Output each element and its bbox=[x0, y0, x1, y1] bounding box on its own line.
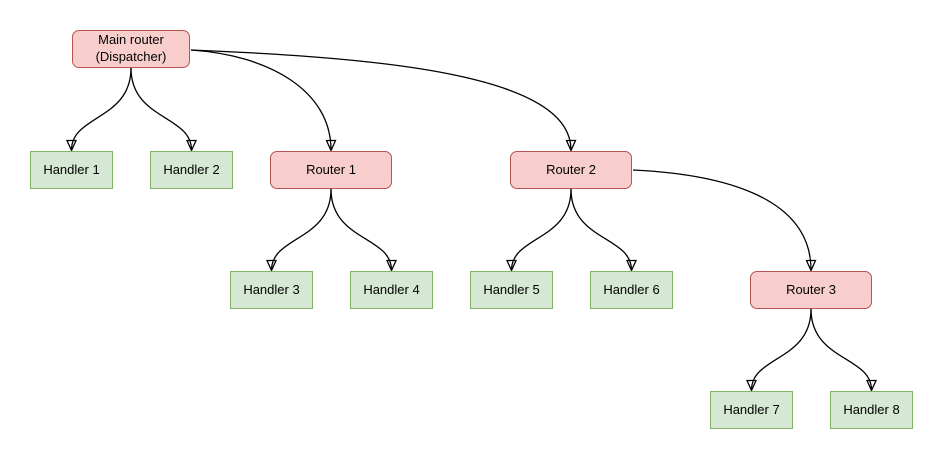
node-router-2: Router 2 bbox=[510, 151, 632, 189]
node-router-3-label: Router 3 bbox=[786, 281, 836, 297]
node-handler-1: Handler 1 bbox=[30, 151, 113, 189]
node-router-1: Router 1 bbox=[270, 151, 392, 189]
edge-main-router-to-handler-1 bbox=[72, 67, 132, 150]
node-handler-5: Handler 5 bbox=[470, 271, 553, 309]
edge-router-1-to-handler-3 bbox=[272, 188, 332, 270]
node-router-2-label: Router 2 bbox=[546, 161, 596, 177]
node-handler-3-label: Handler 3 bbox=[243, 281, 300, 297]
edge-router-2-to-handler-6 bbox=[570, 188, 632, 270]
edge-router-2-to-router-3 bbox=[632, 169, 811, 270]
edge-main-router-to-router-1 bbox=[190, 49, 331, 150]
node-handler-1-label: Handler 1 bbox=[43, 161, 100, 177]
edge-router-2-to-handler-5 bbox=[512, 188, 572, 270]
node-handler-4-label: Handler 4 bbox=[363, 281, 420, 297]
node-handler-6-label: Handler 6 bbox=[603, 281, 660, 297]
edge-main-router-to-handler-2 bbox=[130, 67, 192, 150]
node-handler-8: Handler 8 bbox=[830, 391, 913, 429]
node-handler-7-label: Handler 7 bbox=[723, 401, 780, 417]
node-main-router-label: Main router (Dispatcher) bbox=[95, 32, 167, 64]
node-router-3: Router 3 bbox=[750, 271, 872, 309]
edge-main-router-to-router-2 bbox=[190, 49, 571, 150]
node-handler-3: Handler 3 bbox=[230, 271, 313, 309]
edge-router-3-to-handler-8 bbox=[810, 308, 872, 390]
node-router-1-label: Router 1 bbox=[306, 161, 356, 177]
node-main-router: Main router (Dispatcher) bbox=[72, 30, 190, 68]
node-handler-5-label: Handler 5 bbox=[483, 281, 540, 297]
edge-router-3-to-handler-7 bbox=[752, 308, 812, 390]
node-handler-2: Handler 2 bbox=[150, 151, 233, 189]
node-handler-6: Handler 6 bbox=[590, 271, 673, 309]
node-handler-2-label: Handler 2 bbox=[163, 161, 220, 177]
node-handler-8-label: Handler 8 bbox=[843, 401, 900, 417]
node-handler-4: Handler 4 bbox=[350, 271, 433, 309]
node-handler-7: Handler 7 bbox=[710, 391, 793, 429]
edge-router-1-to-handler-4 bbox=[330, 188, 392, 270]
